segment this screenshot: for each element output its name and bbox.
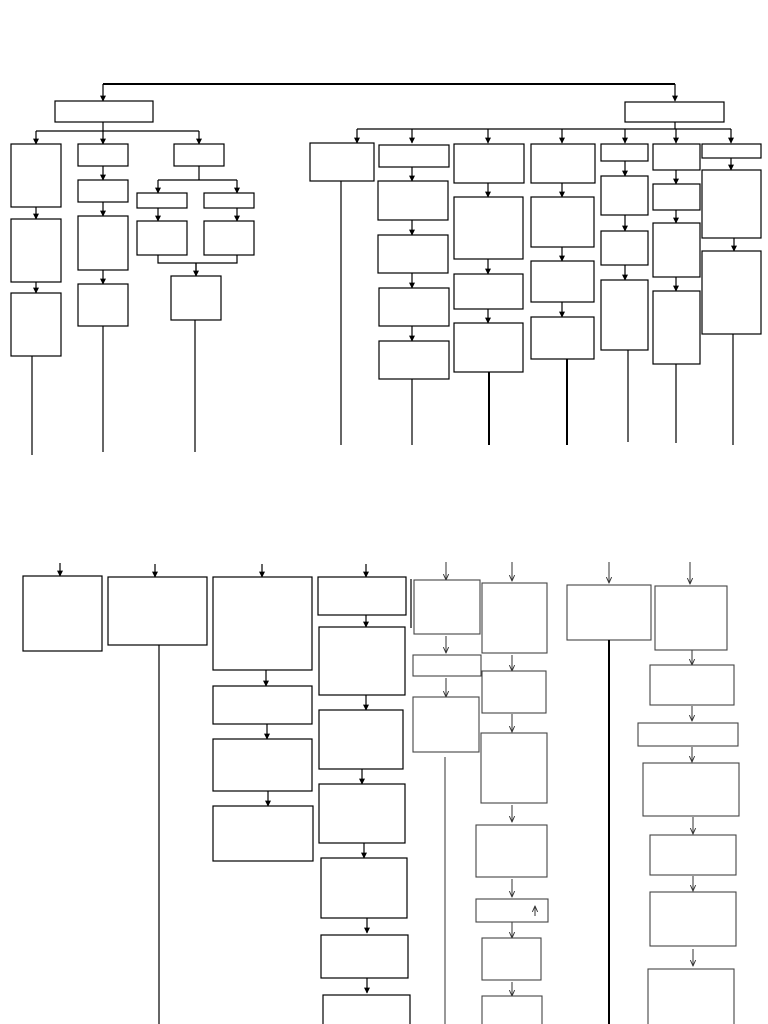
flow-box xyxy=(530,196,595,248)
flow-box xyxy=(530,260,595,303)
flow-box xyxy=(530,143,596,184)
flow-box xyxy=(566,584,652,641)
flow-box xyxy=(600,279,649,351)
flow-box xyxy=(453,322,524,373)
flow-box xyxy=(170,275,222,321)
flow-box xyxy=(318,626,406,696)
flow-box xyxy=(412,654,482,677)
upper-tree xyxy=(10,83,762,455)
flow-box xyxy=(530,316,595,360)
flow-box xyxy=(701,169,762,239)
flow-box xyxy=(77,283,129,327)
flow-box xyxy=(173,143,225,167)
flow-box xyxy=(654,585,728,651)
flow-box xyxy=(77,143,129,167)
flow-box xyxy=(10,218,62,283)
flow-box xyxy=(637,722,739,747)
flow-box xyxy=(600,143,649,162)
flow-box xyxy=(77,215,129,271)
flow-box xyxy=(203,220,255,256)
flow-box xyxy=(453,273,524,310)
flow-box xyxy=(412,696,480,753)
flow-box xyxy=(649,664,735,706)
flow-box xyxy=(600,175,649,216)
flow-box xyxy=(136,220,188,256)
connector xyxy=(157,255,238,276)
flow-box xyxy=(600,230,649,266)
flow-box xyxy=(453,196,524,260)
flow-box xyxy=(77,179,129,203)
flow-box xyxy=(54,100,154,123)
flow-box xyxy=(378,144,450,168)
flow-box xyxy=(413,579,481,635)
flow-box xyxy=(649,891,737,947)
flow-box xyxy=(377,234,449,274)
flow-box xyxy=(203,192,255,209)
flow-box xyxy=(10,143,62,208)
flow-box xyxy=(10,292,62,357)
flow-box xyxy=(317,576,407,616)
flow-box xyxy=(481,582,548,654)
flow-box xyxy=(481,937,542,981)
flow-box xyxy=(212,738,313,792)
connector xyxy=(158,166,237,181)
flow-box xyxy=(377,180,449,221)
flow-box xyxy=(212,576,313,671)
flow-box xyxy=(22,575,103,652)
flow-box xyxy=(701,143,762,159)
flow-box xyxy=(318,783,406,844)
flow-box xyxy=(480,732,548,804)
flow-box xyxy=(481,995,543,1024)
flow-box xyxy=(322,994,411,1024)
flow-box xyxy=(318,709,404,770)
flow-box xyxy=(309,142,375,182)
flow-box xyxy=(136,192,188,209)
flow-box xyxy=(378,340,450,380)
flow-box xyxy=(652,183,701,211)
connector xyxy=(357,122,731,130)
flow-box xyxy=(475,824,548,878)
flow-box xyxy=(624,101,725,123)
flow-box xyxy=(107,576,208,646)
flow-box xyxy=(453,143,525,184)
flow-box xyxy=(481,670,547,714)
connector xyxy=(36,122,199,132)
flow-box xyxy=(475,898,549,923)
flow-box xyxy=(212,685,313,725)
flow-box xyxy=(652,143,701,171)
flow-box xyxy=(642,762,740,817)
flow-box xyxy=(320,857,408,919)
flow-box xyxy=(649,834,737,876)
flow-box xyxy=(212,805,314,862)
flow-box xyxy=(320,934,409,979)
flow-box xyxy=(652,222,701,278)
flow-box xyxy=(647,968,735,1024)
flow-box xyxy=(701,250,762,335)
lower-columns xyxy=(22,562,740,1024)
flow-box xyxy=(378,287,450,327)
flow-box xyxy=(652,290,701,365)
